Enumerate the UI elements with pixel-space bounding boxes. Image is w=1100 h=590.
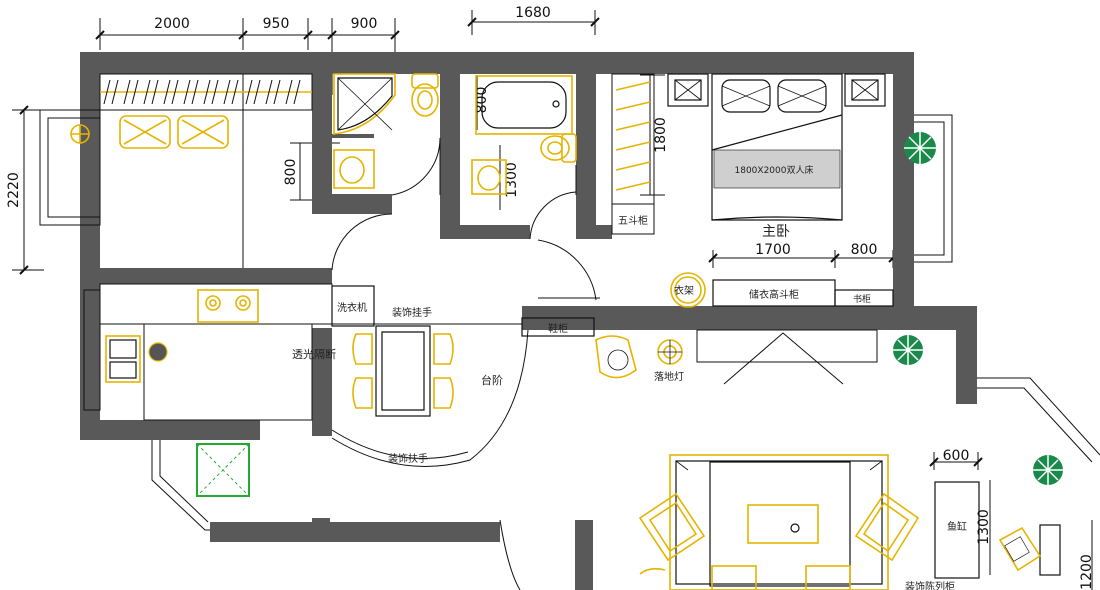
sofa-chair-right	[854, 492, 920, 562]
walls	[80, 52, 977, 590]
toilet-icon-2	[540, 133, 577, 163]
deco-screen-label: 装饰挂手	[392, 306, 432, 319]
dining-area: 台阶 装饰扶手	[331, 325, 529, 467]
dim-1200: 1200	[1079, 554, 1095, 590]
storage-cabinet-label: 储衣高斗柜	[749, 288, 799, 301]
living-room: 装饰陈列柜	[499, 454, 955, 590]
dimension-ticks	[19, 17, 983, 467]
closet-hangers	[615, 81, 651, 191]
sofa-chair-left	[638, 492, 706, 562]
coffee-table	[747, 504, 819, 544]
coat-rack-label: 衣架	[674, 284, 694, 297]
kitchen: 洗衣机 装饰挂手 透光隔断	[99, 283, 522, 421]
dim-950: 950	[263, 16, 290, 32]
sink-icon-2	[471, 159, 507, 195]
double-bed	[711, 73, 843, 221]
armchair-icon	[595, 335, 637, 379]
nightstand-left	[667, 73, 709, 107]
dim-600: 600	[943, 448, 970, 464]
dim-800-bookcase: 800	[851, 242, 878, 258]
five-drawer-label: 五斗柜	[618, 214, 648, 227]
bed-size-label: 1800X2000双人床	[735, 164, 814, 176]
floor-lamp-label: 落地灯	[654, 370, 684, 383]
translucent-partition-label: 透光隔断	[292, 347, 336, 361]
coat-rack	[670, 272, 706, 308]
stove-icon	[197, 289, 259, 323]
bookcase-label: 书柜	[853, 293, 871, 305]
shower-bathroom	[331, 73, 441, 271]
pillow-right	[177, 115, 229, 149]
green-frame	[196, 443, 250, 497]
sofa-seats-bottom	[711, 565, 851, 590]
master-bedroom: 五斗柜 1800X2000双人床 主卧 衣架 储衣高斗柜	[537, 73, 936, 308]
plant-icon-bedroom	[904, 132, 936, 164]
desk-chair-icon	[998, 526, 1042, 572]
dim-800-shower: 800	[283, 159, 299, 186]
bathtub-bathroom	[471, 75, 577, 240]
dim-1300-bath: 1300	[504, 162, 520, 198]
fish-tank-label: 鱼缸	[947, 520, 967, 533]
bedroom-left	[70, 73, 313, 268]
plant-icon-corner	[1033, 455, 1063, 485]
shoe-cabinet-label: 鞋柜	[548, 322, 568, 335]
nightstand-right	[844, 73, 886, 107]
wardrobe-hangers	[103, 79, 301, 105]
master-bedroom-label: 主卧	[762, 224, 790, 240]
dim-900: 900	[351, 16, 378, 32]
dim-1800: 1800	[653, 117, 669, 153]
sink-icon	[333, 149, 375, 189]
deco-rail-label: 装饰扶手	[388, 452, 428, 465]
floor-lamp-icon	[657, 339, 683, 365]
display-cabinet-label: 装饰陈列柜	[905, 580, 955, 590]
dim-1300-tank: 1300	[976, 509, 992, 545]
toilet-icon	[411, 73, 439, 117]
washing-machine-label: 洗衣机	[337, 301, 367, 314]
plant-icon-living	[893, 335, 923, 365]
dim-1700: 1700	[755, 242, 791, 258]
dim-2220: 2220	[6, 172, 22, 208]
fish-tank: 鱼缸	[934, 455, 1063, 579]
kitchen-sink-icon	[105, 335, 168, 383]
step-label: 台阶	[481, 373, 503, 387]
dim-1680: 1680	[515, 5, 551, 21]
ceiling-lamp-icon	[70, 124, 90, 144]
entry: 鞋柜 落地灯	[521, 317, 923, 385]
windows	[39, 109, 1100, 531]
dim-2000: 2000	[154, 16, 190, 32]
pillow-left	[119, 115, 171, 149]
